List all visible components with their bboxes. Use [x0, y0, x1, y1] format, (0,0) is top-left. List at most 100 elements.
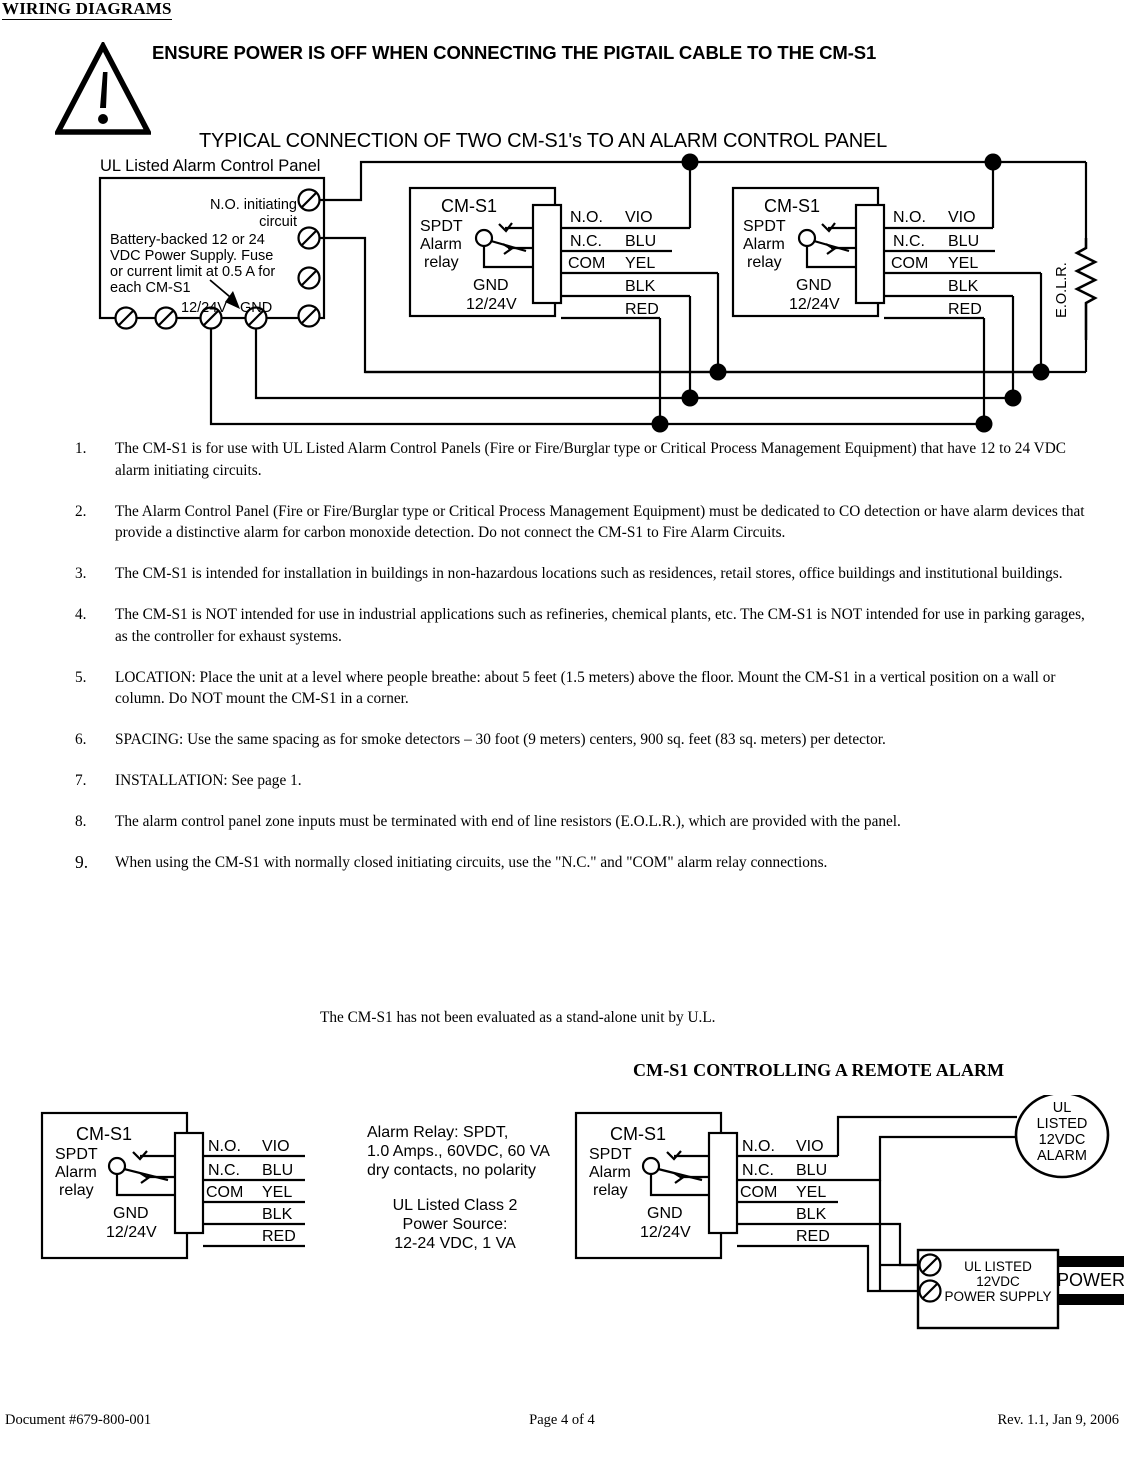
module-1-lead-1-terminal: N.C.	[570, 233, 602, 250]
module-2-gnd: GND	[796, 277, 832, 294]
cm-s1-module-2: CM-S1 SPDT Alarm relay GND 12/24V N.O. V…	[731, 186, 1041, 320]
specs-text-block: Alarm Relay: SPDT, 1.0 Amps., 60VDC, 60 …	[367, 1124, 550, 1252]
power-cord-bar-top	[1058, 1256, 1124, 1267]
module-1-lead-2-terminal: COM	[568, 255, 605, 272]
list-item-number: 8.	[75, 813, 87, 830]
panel-power-terminals	[114, 306, 268, 330]
diagram-top-title: TYPICAL CONNECTION OF TWO CM-S1's TO AN …	[199, 130, 888, 152]
supply-note-line2: VDC Power Supply. Fuse	[110, 248, 273, 264]
alarm-circle-line2: LISTED	[1037, 1116, 1088, 1132]
module-left-connector	[173, 1131, 205, 1235]
module-2-connector	[854, 203, 886, 305]
ul-listed-alarm-circle: UL LISTED 12VDC ALARM	[1014, 1095, 1110, 1179]
module-right-relay-line2: Alarm	[589, 1164, 631, 1181]
list-item: 5. LOCATION: Place the unit at a level w…	[75, 667, 1101, 710]
page-title: WIRING DIAGRAMS	[2, 0, 172, 20]
module-2-name: CM-S1	[764, 196, 820, 216]
power-supply-terminal-bottom	[918, 1279, 942, 1303]
footer-page-number: Page 4 of 4	[529, 1412, 595, 1428]
spec-power-line1: UL Listed Class 2	[393, 1197, 518, 1214]
list-item: 7. INSTALLATION: See page 1.	[75, 770, 1101, 792]
list-item-number: 7.	[75, 772, 87, 789]
module-right-lead-1-color: BLU	[796, 1162, 827, 1179]
module-1-relay-line1: SPDT	[420, 218, 463, 235]
module-1-lead-2-color: YEL	[625, 255, 655, 272]
module-2-relay-line1: SPDT	[743, 218, 786, 235]
power-cord-bar-bottom	[1058, 1294, 1124, 1305]
list-item-number: 3.	[75, 565, 87, 582]
spec-relay-line3: dry contacts, no polarity	[367, 1162, 536, 1179]
module-1-name: CM-S1	[441, 196, 497, 216]
list-item-number: 4.	[75, 606, 87, 623]
panel-terminal-12-24v-label: 12/24V	[181, 300, 227, 316]
module-1-lead-4-color: RED	[625, 301, 659, 318]
spec-relay-line2: 1.0 Amps., 60VDC, 60 VA	[367, 1143, 550, 1160]
panel-terminal-gnd-label: GND	[240, 300, 272, 316]
module-right-supply: 12/24V	[640, 1224, 691, 1241]
power-cord: POWER	[1057, 1256, 1124, 1305]
power-supply-line2: 12VDC	[976, 1274, 1020, 1289]
module-right-lead-3-color: BLK	[796, 1206, 827, 1223]
module-left-lead-2-color: YEL	[262, 1184, 292, 1201]
diagram-bottom-title: CM-S1 CONTROLLING A REMOTE ALARM	[633, 1060, 1005, 1080]
page-footer: Document #679-800-001 Page 4 of 4 Rev. 1…	[0, 1412, 1124, 1434]
module-2-lead-0-color: VIO	[948, 209, 976, 226]
list-item-text: The CM-S1 is NOT intended for use in ind…	[115, 606, 1085, 645]
alarm-circle-line4: ALARM	[1037, 1148, 1087, 1164]
list-item-text: SPACING: Use the same spacing as for smo…	[115, 731, 886, 748]
list-item-number: 1.	[75, 440, 87, 457]
instructions-list: 1. The CM-S1 is for use with UL Listed A…	[75, 438, 1101, 893]
module-left-leads: N.O. VIO N.C. BLU COM YEL BLK RED	[203, 1138, 305, 1248]
module-2-lead-1-color: BLU	[948, 233, 979, 250]
module-left-lead-1-color: BLU	[262, 1162, 293, 1179]
module-right-connector	[707, 1131, 739, 1235]
list-item: 1. The CM-S1 is for use with UL Listed A…	[75, 438, 1101, 481]
module-1-relay-line3: relay	[424, 254, 459, 271]
module-left-gnd: GND	[113, 1205, 149, 1222]
list-item-number: 2.	[75, 502, 87, 520]
power-supply-line1: UL LISTED	[964, 1259, 1032, 1274]
list-item-text: LOCATION: Place the unit at a level wher…	[115, 668, 1056, 708]
wiring-diagram-two-modules: UL Listed Alarm Control Panel	[98, 153, 1098, 433]
module-2-lead-4-color: RED	[948, 301, 982, 318]
list-item-text: The CM-S1 is intended for installation i…	[115, 565, 1063, 582]
warning-banner: ENSURE POWER IS OFF WHEN CONNECTING THE …	[152, 42, 877, 63]
alarm-circle-line3: 12VDC	[1039, 1132, 1086, 1148]
list-item: 4. The CM-S1 is NOT intended for use in …	[75, 604, 1101, 647]
cm-s1-module-right: CM-S1 SPDT Alarm relay GND 12/24V N.O. V…	[574, 1111, 838, 1260]
module-1-connector	[531, 203, 563, 305]
spec-relay-line1: Alarm Relay: SPDT,	[367, 1124, 508, 1141]
footer-document-number: Document #679-800-001	[5, 1412, 152, 1428]
module-1-gnd: GND	[473, 277, 509, 294]
module-2-lead-3-color: BLK	[948, 278, 979, 295]
module-right-lead-0-color: VIO	[796, 1138, 824, 1155]
module-left-lead-0-terminal: N.O.	[208, 1138, 241, 1155]
module-2-lead-2-color: YEL	[948, 255, 978, 272]
standalone-note: The CM-S1 has not been evaluated as a st…	[320, 1009, 716, 1026]
eolr-label: E.O.L.R.	[1054, 262, 1070, 318]
supply-note-arrowhead	[225, 291, 240, 309]
module-right-lead-4-color: RED	[796, 1228, 830, 1245]
module-right-relay-line3: relay	[593, 1182, 628, 1199]
module-left-name: CM-S1	[76, 1124, 132, 1144]
spec-power-line3: 12-24 VDC, 1 VA	[394, 1235, 516, 1252]
module-1-spdt-relay-symbol	[474, 222, 533, 269]
module-left-relay-line1: SPDT	[55, 1146, 98, 1163]
module-2-supply: 12/24V	[789, 296, 840, 313]
module-1-leads: N.O. VIO N.C. BLU COM YEL BLK RED	[561, 209, 718, 320]
module-right-leads: N.O. VIO N.C. BLU COM YEL BLK RED	[737, 1138, 838, 1248]
power-supply-line3: POWER SUPPLY	[944, 1289, 1051, 1304]
list-item-text: The CM-S1 is for use with UL Listed Alar…	[115, 440, 1066, 479]
alarm-circle-line1: UL	[1053, 1100, 1072, 1116]
list-item-text: When using the CM-S1 with normally close…	[115, 854, 828, 871]
module-right-lead-0-terminal: N.O.	[742, 1138, 775, 1155]
module-left-supply: 12/24V	[106, 1224, 157, 1241]
cm-s1-module-left: CM-S1 SPDT Alarm relay GND 12/24V N.O. V…	[40, 1111, 305, 1260]
module-right-gnd: GND	[647, 1205, 683, 1222]
supply-note-line1: Battery-backed 12 or 24	[110, 232, 265, 248]
wire-junction-dots	[651, 153, 1050, 433]
module-1-lead-1-color: BLU	[625, 233, 656, 250]
module-left-relay-line3: relay	[59, 1182, 94, 1199]
list-item: 2. The Alarm Control Panel (Fire or Fire…	[75, 501, 1101, 544]
